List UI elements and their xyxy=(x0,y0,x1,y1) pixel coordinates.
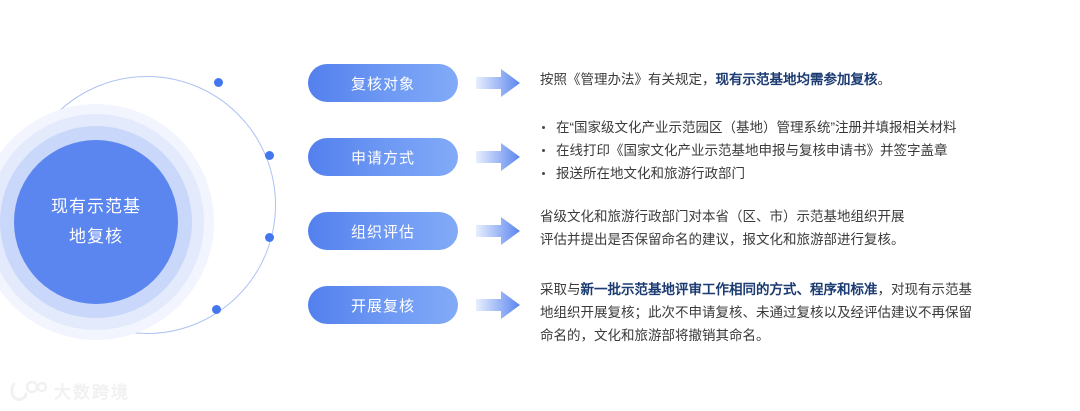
list-item: 报送所在地文化和旅游行政部门 xyxy=(540,162,1060,185)
list-item: 在“国家级文化产业示范园区（基地）管理系统”注册并填报相关材料 xyxy=(540,116,1060,139)
right-arrow-icon xyxy=(476,68,520,98)
text-segment-emphasis: 现有示范基地均需参加复核 xyxy=(715,72,878,87)
stage-body-3: 省级文化和旅游行政部门对本省（区、市）示范基地组织开展 评估并提出是否保留命名的… xyxy=(540,205,1060,251)
stage-pill-1-label: 复核对象 xyxy=(350,75,415,93)
hub-title-line-2: 地复核 xyxy=(69,227,123,246)
right-arrow-icon xyxy=(476,216,520,246)
hub-graphic: 现有示范基 地复核 xyxy=(0,56,300,356)
body-line: 省级文化和旅游行政部门对本省（区、市）示范基地组织开展 xyxy=(540,209,905,224)
text-segment: 采取与 xyxy=(540,282,581,297)
text-segment: ，对现有示范基 xyxy=(877,282,973,297)
stage-pill-4[interactable]: 开展复核 xyxy=(308,286,458,324)
hub-core: 现有示范基 地复核 xyxy=(14,140,178,304)
stage-body-4: 采取与新一批示范基地评审工作相同的方式、程序和标准，对现有示范基 地组织开展复核… xyxy=(540,278,1060,347)
body-line: 按照《管理办法》有关规定，现有示范基地均需参加复核。 xyxy=(540,68,1060,91)
text-segment: 。 xyxy=(877,72,892,87)
orbit-dot-4 xyxy=(212,305,221,314)
logo-icon xyxy=(10,380,48,401)
body-line: 采取与新一批示范基地评审工作相同的方式、程序和标准，对现有示范基 xyxy=(540,278,1060,301)
stage-body-2: 在“国家级文化产业示范园区（基地）管理系统”注册并填报相关材料 在线打印《国家文… xyxy=(540,116,1060,185)
watermark-text: 大数跨境 xyxy=(54,383,130,402)
stage-pill-3-label: 组织评估 xyxy=(350,223,415,241)
stage-pill-2[interactable]: 申请方式 xyxy=(308,138,458,176)
body-line: 评估并提出是否保留命名的建议，报文化和旅游部进行复核。 xyxy=(540,232,905,247)
stage-pill-3[interactable]: 组织评估 xyxy=(308,212,458,250)
stage-pill-2-label: 申请方式 xyxy=(350,149,415,167)
orbit-dot-3 xyxy=(265,233,274,242)
body-line: 地组织开展复核；此次不申请复核、未通过复核以及经评估建议不再保留 xyxy=(540,305,972,320)
hub-title-line-1: 现有示范基 xyxy=(51,197,141,216)
list-item: 在线打印《国家文化产业示范基地申报与复核申请书》并签字盖章 xyxy=(540,139,1060,162)
body-line: 命名的，文化和旅游部将撤销其命名。 xyxy=(540,328,770,343)
stage-pill-4-label: 开展复核 xyxy=(350,297,415,315)
text-segment-emphasis: 新一批示范基地评审工作相同的方式、程序和标准 xyxy=(580,282,878,297)
stage-pill-1[interactable]: 复核对象 xyxy=(308,64,458,102)
orbit-dot-1 xyxy=(214,78,223,87)
right-arrow-icon xyxy=(476,290,520,320)
watermark: 大数跨境 xyxy=(10,378,130,403)
bullet-list: 在“国家级文化产业示范园区（基地）管理系统”注册并填报相关材料 在线打印《国家文… xyxy=(540,116,1060,185)
right-arrow-icon xyxy=(476,142,520,172)
text-segment: 按照《管理办法》有关规定， xyxy=(540,72,716,87)
stage-body-1: 按照《管理办法》有关规定，现有示范基地均需参加复核。 xyxy=(540,68,1060,91)
hub-title: 现有示范基 地复核 xyxy=(36,192,156,252)
orbit-dot-2 xyxy=(265,151,274,160)
